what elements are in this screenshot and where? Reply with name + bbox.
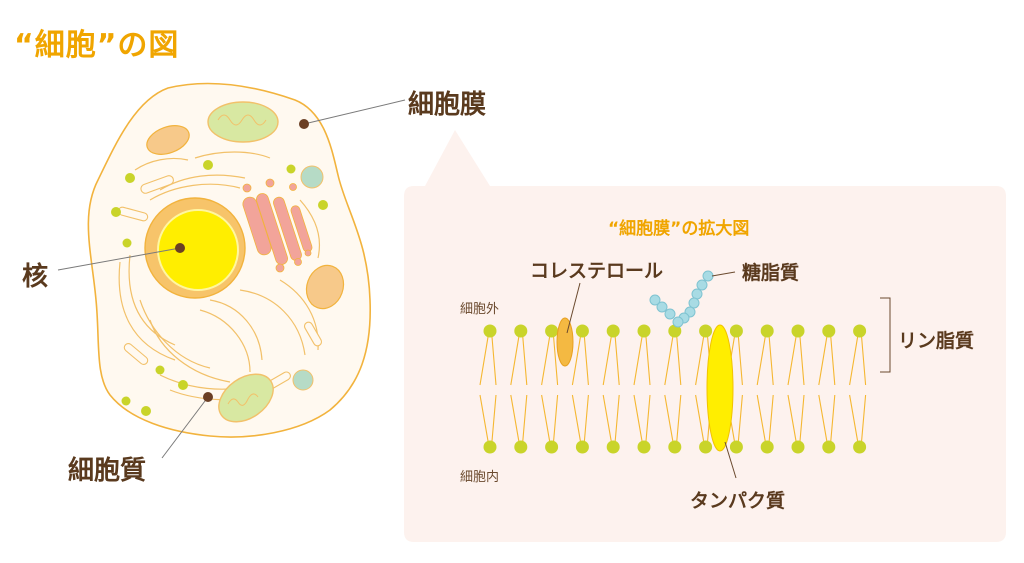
glycolipid-label: 糖脂質	[742, 262, 800, 284]
cholesterol-label: コレステロール	[530, 260, 664, 282]
lipid-head-top	[791, 324, 805, 338]
leader-dots	[175, 119, 309, 402]
lipid-head-top	[637, 324, 651, 338]
lipid-tail-top	[510, 336, 528, 386]
nucleus-label: 核	[22, 262, 49, 292]
lipid-head-top	[822, 324, 836, 338]
lipid-head-bottom	[575, 440, 589, 454]
lipid-tail-top	[571, 336, 589, 386]
lipid-tail-top	[602, 336, 620, 386]
lipid-tail-bottom	[633, 394, 651, 442]
lipid-tail-bottom	[787, 394, 805, 442]
lipid-head-top	[483, 324, 497, 338]
lipid-tail-bottom	[479, 394, 497, 442]
lipid-head-top	[606, 324, 620, 338]
lipid-tail-bottom	[756, 394, 774, 442]
lipid-heads	[483, 324, 867, 454]
lipid-head-top	[853, 324, 867, 338]
nucleus-shape	[144, 197, 246, 299]
cytoplasm-label: 細胞質	[68, 456, 147, 486]
membrane-label: 細胞膜	[408, 90, 487, 120]
inside-label: 細胞内	[460, 470, 500, 485]
lipid-head-bottom	[514, 440, 528, 454]
leader-lines	[57, 99, 406, 459]
lipid-head-bottom	[668, 440, 682, 454]
lipid-head-bottom	[483, 440, 497, 454]
lipid-head-bottom	[637, 440, 651, 454]
ribosomes	[111, 160, 328, 416]
lipid-head-bottom	[791, 440, 805, 454]
lipid-head-top	[575, 324, 589, 338]
lipid-tail-top	[541, 336, 559, 386]
lipid-head-top	[514, 324, 528, 338]
lipid-tail-bottom	[664, 394, 682, 442]
lipid-tail-bottom	[849, 394, 867, 442]
lipid-head-bottom	[545, 440, 559, 454]
detail-leader-lines	[566, 271, 891, 479]
protein-label: タンパク質	[690, 490, 786, 512]
lipid-head-bottom	[853, 440, 867, 454]
lipid-tail-top	[756, 336, 774, 386]
lipid-head-top	[760, 324, 774, 338]
lipid-tail-bottom	[571, 394, 589, 442]
lipid-head-bottom	[699, 440, 713, 454]
lipid-tail-bottom	[818, 394, 836, 442]
lipid-tail-top	[787, 336, 805, 386]
lipid-tail-top	[664, 336, 682, 386]
glycan-chain	[649, 270, 714, 328]
lipid-tail-top	[479, 336, 497, 386]
lipid-tail-top	[849, 336, 867, 386]
page-title: “細胞”の図	[14, 28, 180, 63]
lipid-head-top	[699, 324, 713, 338]
outside-label: 細胞外	[460, 302, 500, 317]
phospholipid-label: リン脂質	[898, 330, 975, 352]
lipid-tail-bottom	[541, 394, 559, 442]
lipid-head-top	[545, 324, 559, 338]
protein-shape	[706, 324, 734, 452]
peroxisomes	[292, 165, 324, 391]
lipid-tail-bottom	[602, 394, 620, 442]
lysosomes	[146, 125, 345, 310]
lipid-tails	[479, 336, 867, 442]
mitochondria	[207, 101, 279, 423]
lipid-head-top	[729, 324, 743, 338]
lipid-head-bottom	[729, 440, 743, 454]
lipid-head-bottom	[760, 440, 774, 454]
lipid-tail-top	[633, 336, 651, 386]
lipid-head-bottom	[822, 440, 836, 454]
enlarged-title: “細胞膜”の拡大図	[608, 219, 750, 239]
lipid-tail-top	[818, 336, 836, 386]
golgi-apparatus	[242, 178, 313, 273]
lipid-head-bottom	[606, 440, 620, 454]
cholesterol-shape	[556, 317, 574, 367]
lipid-tail-bottom	[510, 394, 528, 442]
lipid-head-top	[668, 324, 682, 338]
